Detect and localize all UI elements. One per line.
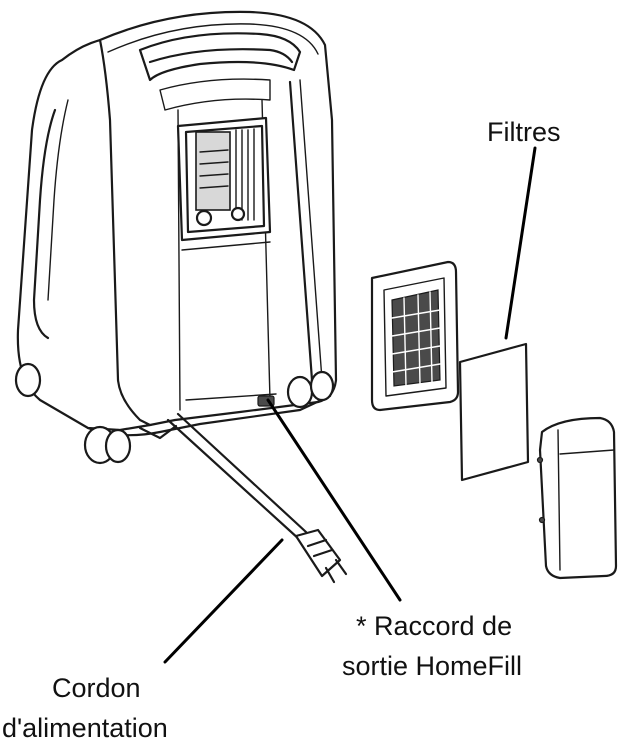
power-cord-label-line1: Cordon [52, 673, 141, 703]
filter-slot [195, 131, 231, 211]
filters-leader-line [504, 146, 537, 340]
power-cord [166, 412, 348, 584]
flat-filter [458, 342, 530, 482]
power-plug [294, 528, 342, 578]
filter-cover [538, 416, 618, 580]
carry-handle [138, 32, 302, 82]
homefill-label-line1: * Raccord de [356, 611, 513, 641]
wheel-front-right [286, 375, 314, 409]
concentrator-unit [16, 10, 338, 437]
wheel-rear-left [14, 362, 42, 398]
homefill-label-line2: sortie HomeFill [342, 651, 523, 681]
wheels [14, 362, 335, 465]
filters-group [370, 260, 618, 580]
power-cord-label-line2: d'alimentation [2, 713, 168, 743]
cord-leader-line [163, 538, 284, 664]
homefill-leader-line [266, 398, 402, 602]
filters-label: Filtres [487, 117, 561, 147]
